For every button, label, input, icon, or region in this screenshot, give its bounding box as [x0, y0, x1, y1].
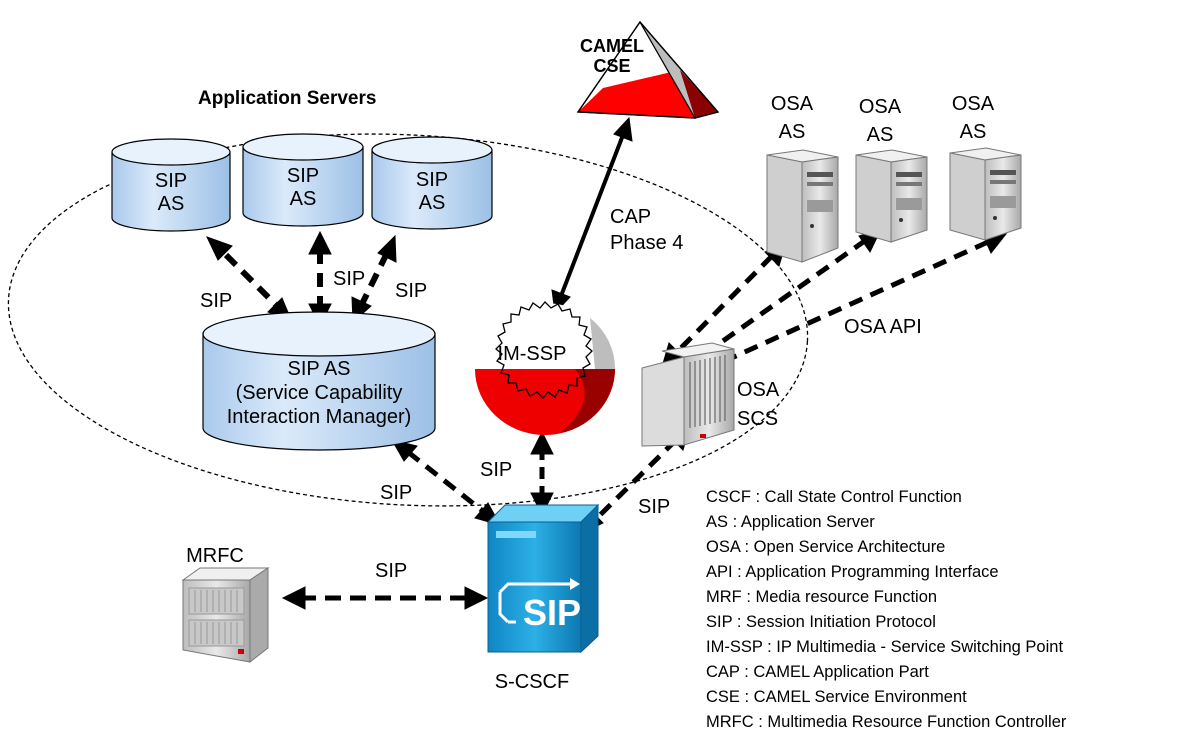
osa-api-link-2 — [694, 237, 868, 363]
application-servers-title: Application Servers — [198, 88, 376, 109]
sip-as-1: SIP AS — [111, 138, 231, 232]
legend-item: SIP : Session Initiation Protocol — [706, 613, 936, 631]
legend-item: CAP : CAMEL Application Part — [706, 663, 929, 681]
im-ssp-label: IM-SSP — [498, 343, 567, 365]
sip-as-scim: SIP AS (Service Capability Interaction M… — [202, 311, 436, 451]
arrowhead — [530, 430, 554, 455]
sip-logo-icon — [498, 578, 580, 624]
legend-item: AS : Application Server — [706, 513, 875, 531]
sip-as1-scim-link — [223, 252, 279, 308]
edge-label-sip-scim: SIP — [380, 482, 412, 504]
edge-label-osa-api: OSA API — [844, 316, 922, 338]
sip-as-2: SIP AS — [242, 133, 364, 227]
osa-as-3-line1: OSA — [952, 93, 995, 115]
edge-label-sip-mrfc: SIP — [375, 560, 407, 582]
sip-as3-scim-link — [359, 251, 390, 306]
legend-item: MRFC : Multimedia Resource Function Cont… — [706, 713, 1067, 731]
osa-scs-line1: OSA — [737, 379, 780, 401]
arrowhead — [206, 236, 233, 261]
scim-line2: (Service Capability — [236, 382, 403, 404]
legend-item: API : Application Programming Interface — [706, 563, 999, 581]
im-ssp: IM-SSP — [475, 301, 616, 435]
osa-as-server-3: OSA AS — [949, 93, 1022, 241]
sip-as-3-line1: SIP — [416, 169, 448, 191]
mrfc-label: MRFC — [186, 545, 244, 567]
arrowhead — [464, 586, 489, 610]
arrowhead — [308, 230, 332, 255]
arrowhead — [377, 234, 397, 263]
osa-as-2-line1: OSA — [859, 96, 902, 118]
osa-scs-rack: OSA SCS — [641, 342, 780, 447]
edge-label-sip-osa: SIP — [638, 496, 670, 518]
legend-item: MRF : Media resource Function — [706, 588, 937, 606]
scim-line3: Interaction Manager) — [227, 406, 412, 428]
osa-as-3-line2: AS — [960, 121, 987, 143]
s-cscf: SIP S-CSCF — [486, 503, 600, 693]
cap-link — [559, 134, 625, 297]
scim-line1: SIP AS — [287, 358, 350, 380]
s-cscf-label: S-CSCF — [495, 671, 569, 693]
osa-as-1-line1: OSA — [771, 93, 814, 115]
edge-label-cap-line1: CAP — [610, 206, 651, 228]
sip-as-2-line2: AS — [290, 188, 317, 210]
legend-item: CSE : CAMEL Service Environment — [706, 688, 967, 706]
osascs-cscf-link — [594, 438, 678, 521]
abbreviation-legend: CSCF : Call State Control Function AS : … — [706, 488, 1067, 731]
osa-as-server-2: OSA AS — [855, 96, 928, 243]
arrowhead — [530, 492, 554, 517]
camel-cse-line2: CSE — [593, 56, 630, 76]
camel-cse: CAMEL CSE — [576, 20, 720, 119]
sip-as-1-line1: SIP — [155, 170, 187, 192]
application-servers-boundary — [7, 133, 809, 507]
connections — [206, 116, 1008, 610]
legend-item: IM-SSP : IP Multimedia - Service Switchi… — [706, 638, 1063, 656]
edge-label-cap-line2: Phase 4 — [610, 232, 683, 254]
osa-api-link-3 — [714, 239, 990, 368]
edge-label-sip-right: SIP — [395, 280, 427, 302]
camel-cse-line1: CAMEL — [580, 36, 644, 56]
sip-as-1-line2: AS — [158, 193, 185, 215]
sip-logo-text: SIP — [523, 592, 581, 633]
edge-label-sip-imssp: SIP — [480, 459, 512, 481]
osa-as-1-line2: AS — [779, 121, 806, 143]
edge-label-sip-mid: SIP — [333, 268, 365, 290]
osa-scs-line2: SCS — [737, 408, 778, 430]
edge-label-sip-left: SIP — [200, 290, 232, 312]
arrowhead — [613, 116, 633, 142]
legend-item: CSCF : Call State Control Function — [706, 488, 962, 506]
arrowhead — [281, 586, 306, 610]
sip-as-2-line1: SIP — [287, 165, 319, 187]
sip-as-3: SIP AS — [371, 136, 493, 230]
scim-cscf-link — [406, 450, 486, 514]
mrfc-cabinet: MRFC — [181, 545, 270, 664]
osa-as-2-line2: AS — [867, 124, 894, 146]
sip-as-3-line2: AS — [419, 192, 446, 214]
osa-as-server-1: OSA AS — [766, 93, 839, 263]
legend-item: OSA : Open Service Architecture — [706, 538, 945, 556]
